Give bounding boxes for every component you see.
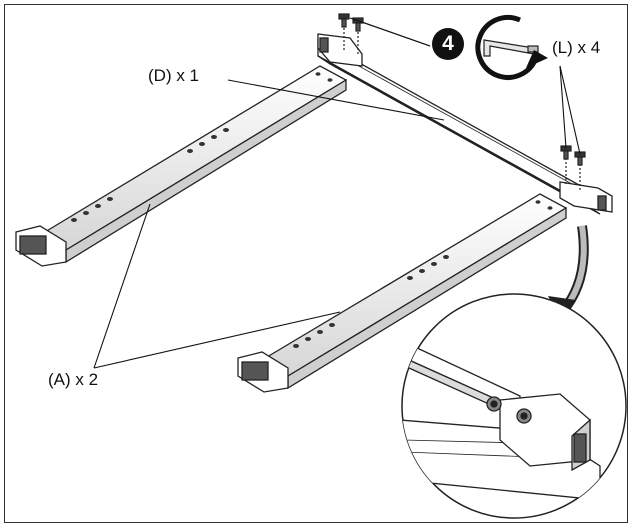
leader-lines [93,17,581,369]
label-part-a: (A) x 2 [48,370,99,389]
step-number-badge: 4 [432,28,464,60]
label-part-l: (L) x 4 [552,38,601,57]
rail-a-back [15,65,348,267]
allen-key-icon [483,39,539,57]
detail-circle [401,293,627,519]
rail-a-front [237,193,568,393]
clockwise-arrow-icon [475,14,548,80]
label-part-d: (D) x 1 [148,66,199,85]
crossbar-d [317,33,613,215]
bolts-l-right [560,145,586,192]
